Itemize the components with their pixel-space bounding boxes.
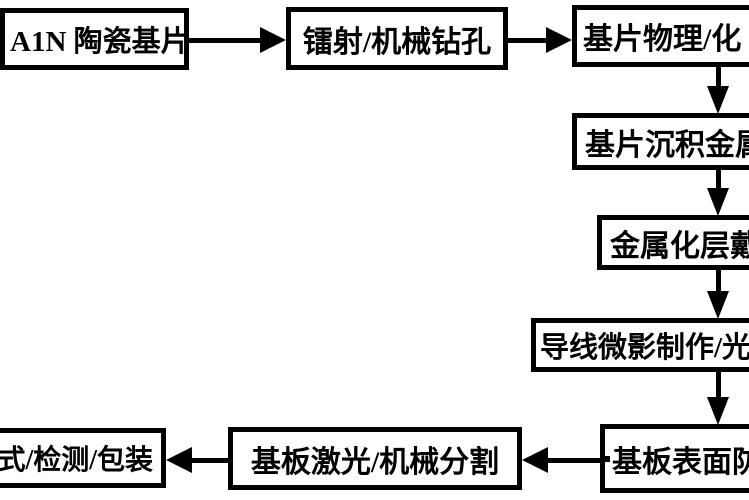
connector-line-metallization-to-lithography: [716, 267, 721, 295]
flow-node-metal-deposition: 基片沉积金属: [572, 113, 749, 170]
arrowhead-right-icon: [546, 27, 572, 53]
arrowhead-down-icon: [707, 291, 729, 319]
arrowhead-left-icon: [522, 447, 548, 473]
connector-line-dicing-to-package: [190, 458, 230, 463]
node-label: 镭射/机械钻孔: [302, 25, 492, 59]
flow-node-test-inspect-package: 式/检测/包装: [0, 428, 166, 488]
connector-line-substrate-to-drilling: [188, 38, 262, 43]
node-label: A1N 陶瓷基片: [10, 26, 189, 58]
flow-node-board-surface-treatment: 基板表面防: [600, 424, 749, 493]
connector-line-lithography-to-surface: [716, 369, 721, 401]
node-label: 导线微影制作/光: [540, 332, 749, 364]
connector-line-deposition-to-metallization: [716, 167, 721, 192]
node-label: 基片物理/化: [583, 23, 742, 56]
flow-node-trace-lithography: 导线微影制作/光: [531, 318, 749, 372]
node-label: 基板表面防: [612, 445, 749, 479]
node-label: 式/检测/包装: [0, 445, 153, 476]
arrowhead-left-icon: [166, 447, 192, 473]
node-label: 基板激光/机械分割: [250, 445, 500, 479]
arrowhead-right-icon: [260, 27, 286, 53]
flow-node-metallization-layer: 金属化层戴: [597, 215, 749, 270]
node-label: 金属化层戴: [610, 229, 749, 263]
connector-line-drilling-to-cleaning: [508, 38, 548, 43]
flow-node-laser-mechanical-dicing: 基板激光/机械分割: [228, 427, 522, 490]
arrowhead-down-icon: [707, 397, 729, 425]
connector-stub-dot: [604, 456, 610, 462]
flow-node-aln-ceramic-substrate: A1N 陶瓷基片: [0, 8, 189, 70]
arrowhead-down-icon: [707, 86, 729, 114]
flow-node-laser-mechanical-drilling: 镭射/机械钻孔: [286, 7, 508, 70]
node-label: 基片沉积金属: [585, 128, 749, 162]
connector-line-cleaning-to-deposition: [716, 64, 721, 90]
connector-line-surface-to-dicing: [546, 458, 602, 463]
arrowhead-down-icon: [707, 188, 729, 216]
flow-node-substrate-cleaning: 基片物理/化: [572, 5, 749, 67]
